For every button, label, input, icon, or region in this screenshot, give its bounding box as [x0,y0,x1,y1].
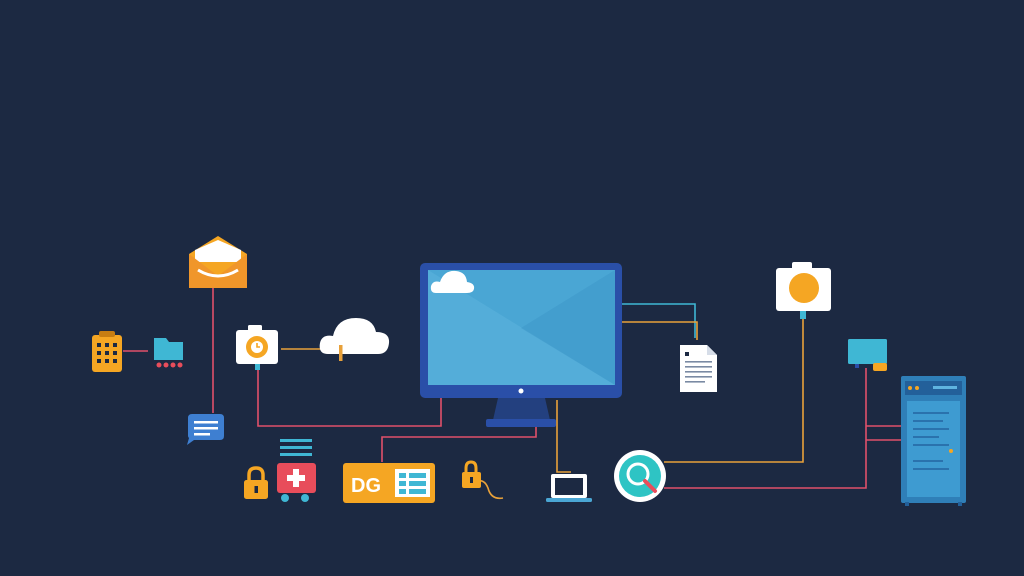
folder-icon [154,338,183,368]
padlock-icon [462,460,481,488]
connection-wires [123,288,901,500]
wire-monitor-laptop [556,400,571,473]
display-icon [848,339,887,371]
cloud-icon-screen [430,270,475,293]
document-icon [680,345,717,392]
envelope-icon [189,236,247,288]
camera-icon-large [776,262,831,319]
chat-icon [187,414,224,445]
wire-monitor-document-teal [622,303,696,338]
wire-display-search [664,368,867,489]
search-icon [614,450,666,502]
id-card-icon: DG [343,463,435,503]
camera-icon [236,325,278,370]
wire-monitor-document-orange [622,321,698,340]
calendar-icon [92,331,122,372]
cloud-icon [319,318,390,361]
laptop-icon [546,474,592,502]
badge-label: DG [351,475,381,497]
wire-camera-monitor [257,365,442,427]
lock-icon [244,466,268,499]
wire-badge-monitor [381,427,537,462]
monitor-icon [420,263,622,427]
medical-kit-icon [277,439,316,502]
server-icon [901,376,966,506]
wire-camera-search [664,318,804,463]
